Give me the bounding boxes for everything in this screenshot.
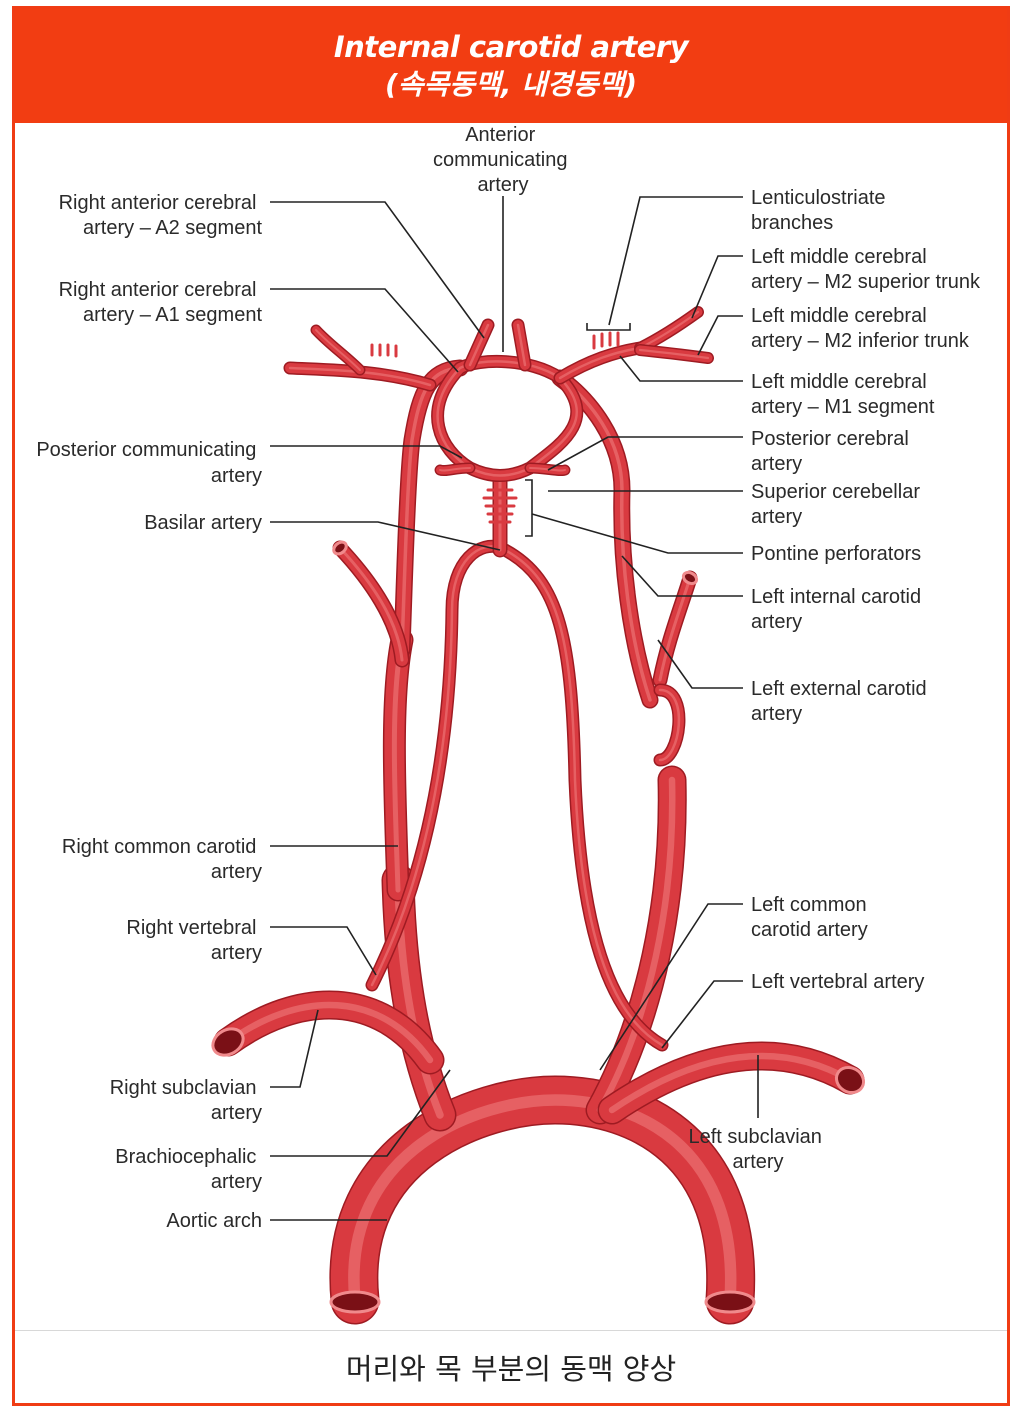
aortic-arch-art-in [330,1077,754,1323]
right-aca-vessel [463,318,495,372]
left-mca-sup-vessel [634,306,704,354]
label-right-vertebral: Right vertebral artery [126,917,262,964]
aortic-arch-vessel [329,1075,756,1325]
label-left-mca-m2-sup: Left middle cerebral artery – M2 superio… [751,246,981,293]
right-pca-vessel [434,462,476,477]
left-eca-loop-art-hl [658,688,681,762]
left-mca-m1-art-hl [558,346,642,380]
left-eca-vessel [652,570,698,688]
right-subclavian-vessel [213,990,445,1075]
leader-lines [270,196,759,1221]
label-right-aca-a1: Right anterior cerebral artery – A1 segm… [59,279,263,326]
left-eca-art-hl [658,576,692,682]
aortic-arch-art-hl [348,1094,737,1306]
left-vertebral-art-hl [503,548,664,1047]
left-vertebral-vessel [498,543,669,1052]
label-right-common-carotid: Right common carotid artery [62,836,262,883]
left-aca-vessel [511,318,532,372]
left-common-carotid-vessel [585,765,687,1125]
figure-caption: 머리와 목 부분의 동맥 양상 [345,1352,677,1386]
leader-brachiocephalic [270,1069,451,1157]
label-left-mca-m2-inf: Left middle cerebral artery – M2 inferio… [751,305,970,352]
label-pontine-perforators: Pontine perforators [751,543,921,565]
label-anterior-communicating: Anterior communicating artery [433,124,573,196]
label-left-mca-m1: Left middle cerebral artery – M1 segment [751,371,935,418]
vessel-cut-end [329,1290,381,1314]
vessel-cut-end [834,1065,866,1095]
left-mca-inf-vessel [634,344,714,364]
vessel-cut-end [704,1290,756,1314]
left-mca-inf-art-hl [638,348,710,360]
leader-right-subclavian [270,1009,319,1088]
leader-lenticulostriate-bracket [586,323,631,331]
label-aortic-arch: Aortic arch [166,1210,262,1232]
right-subclavian-art-in [215,992,443,1073]
right-aca-art-hl [468,323,490,367]
leader-basilar [270,521,501,551]
right-subclavian-art-hl [224,1001,434,1064]
leader-left-external-carotid [657,639,743,689]
left-pca-art-hl [529,467,566,472]
label-left-internal-carotid: Left internal carotid artery [751,586,927,633]
left-eca-loop-vessel [653,683,686,767]
right-mca-up-art-hl [315,329,361,371]
figure-header: Internal carotid artery (속목동맥, 내경동맥) [15,9,1007,123]
leader-posterior-cerebral [547,436,743,471]
left-mca-m1-vessel [553,341,647,385]
label-lenticulostriate: Lenticulostriate branches [751,187,891,234]
vessel-cut-end [332,540,348,556]
leader-right-aca-a2 [270,201,485,339]
label-superior-cerebellar: Superior cerebellar artery [751,481,926,528]
label-left-external-carotid: Left external carotid artery [751,678,932,725]
label-basilar: Basilar artery [144,512,262,534]
right-vertebral-art-hl [370,545,504,987]
right-mca-up-vessel [310,324,366,376]
leader-pontine-bracket [525,479,533,537]
left-subclavian-art-hl [608,1052,854,1114]
label-left-common-carotid: Left common carotid artery [751,894,872,941]
right-vertebral-vessel [365,539,509,992]
leader-posterior-communicating [270,445,463,459]
figure-frame: Internal carotid artery (속목동맥, 내경동맥) 머리와… [12,6,1010,1406]
left-ica-art-hl [558,376,652,702]
leader-left-mca-m1 [619,355,743,382]
vessel-cut-end [681,570,699,586]
figure-title: Internal carotid artery [333,30,689,64]
label-posterior-cerebral: Posterior cerebral artery [751,428,914,475]
right-eca-art-hl [338,546,404,662]
leader-left-vertebral [661,980,743,1049]
leader-pontine-perforators [531,513,743,554]
left-ica-vessel [551,369,659,709]
right-common-carotid-vessel [382,628,414,902]
labels: Anterior communicating artery Right ante… [36,124,981,1232]
leader-lenticulostriate [608,196,743,326]
label-brachiocephalic: Brachiocephalic artery [115,1146,262,1193]
arterial-tree-illustration [211,306,866,1325]
left-aca-art-hl [516,323,527,367]
left-pca-vessel [524,462,571,477]
right-pca-art-hl [439,467,471,472]
leader-right-aca-a1 [270,288,459,373]
label-right-subclavian: Right subclavian artery [110,1077,262,1124]
leader-right-vertebral [270,926,377,976]
leader-left-common-carotid [599,903,743,1071]
left-common-carotid-art-hl [596,776,676,1114]
caption-bar: 머리와 목 부분의 동맥 양상 [15,1330,1007,1403]
leader-left-mca-m2-inf [697,315,743,356]
left-subclavian-vessel [597,1041,865,1125]
label-posterior-communicating: Posterior communicating artery [36,439,262,487]
label-left-vertebral: Left vertebral artery [751,971,924,993]
leader-left-internal-carotid [621,555,743,597]
leader-left-mca-m2-sup [691,255,743,319]
label-left-subclavian: Left subclavian artery [689,1126,828,1173]
label-right-aca-a2: Right anterior cerebral artery – A2 segm… [59,192,263,239]
figure-subtitle: (속목동맥, 내경동맥) [384,68,638,101]
right-eca-vessel [332,540,410,668]
vessel-cut-end [211,1027,245,1057]
